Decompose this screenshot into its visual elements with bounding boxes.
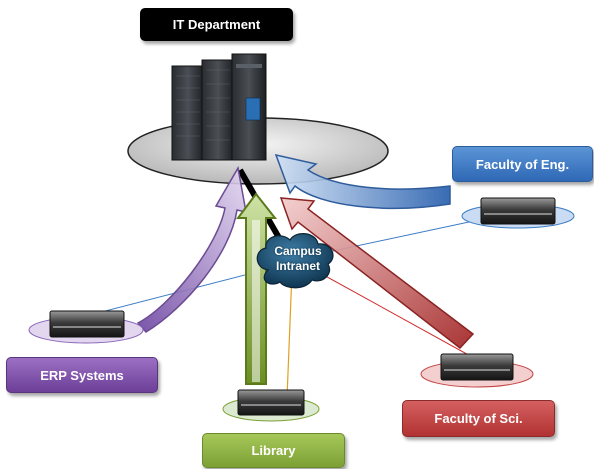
- eng-arrow: [274, 153, 451, 210]
- link-sci: [299, 261, 475, 359]
- campus-intranet-line-2: Intranet: [275, 259, 320, 273]
- server-unit-icon: [49, 310, 125, 338]
- erp-systems-label: ERP Systems: [6, 357, 158, 393]
- server-unit-icon: [480, 197, 556, 225]
- library-arrow-inner: [252, 220, 260, 382]
- it-department-label: IT Department: [140, 8, 293, 41]
- link-library: [286, 271, 293, 399]
- faculty-eng-label: Faculty of Eng.: [452, 146, 593, 182]
- cloud-icon: [256, 233, 334, 289]
- server-unit-icon: [237, 389, 305, 416]
- library-label: Library: [202, 433, 345, 468]
- campus-intranet-label: Campus Intranet: [256, 244, 340, 274]
- server-rack-icon: [171, 53, 267, 161]
- campus-intranet-line-1: Campus: [274, 244, 322, 258]
- erp-arrow: [136, 165, 247, 333]
- faculty-sci-label: Faculty of Sci.: [402, 400, 555, 437]
- server-unit-icon: [440, 353, 514, 381]
- sci-arrow: [279, 197, 475, 350]
